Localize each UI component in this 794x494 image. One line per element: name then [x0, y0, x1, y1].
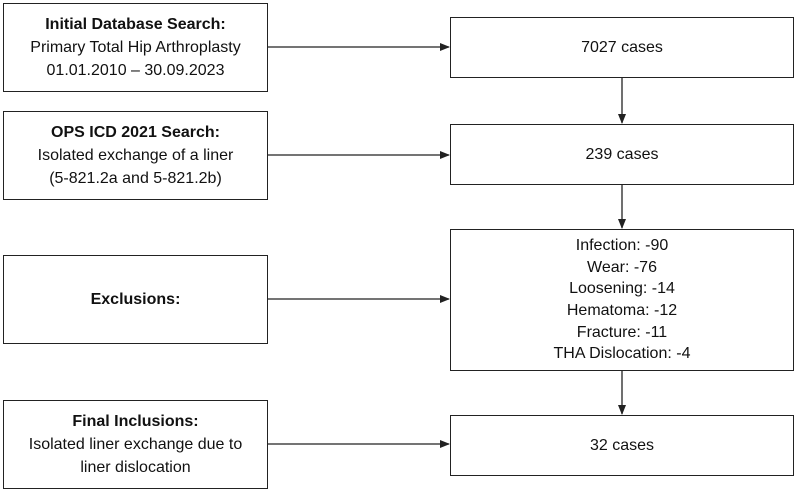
- ops-search-line2: (5-821.2a and 5-821.2b): [49, 170, 222, 188]
- exclusion-item: Hematoma: -12: [566, 302, 678, 319]
- exclusion-item: Loosening: -14: [569, 280, 675, 298]
- initial-search-line2: 01.01.2010 – 30.09.2023: [46, 62, 225, 80]
- ops-cases-text: 239 cases: [585, 145, 659, 163]
- final-inclusions-line1: Isolated liner exchange due to: [28, 435, 243, 453]
- total-cases-box: 7027 cases: [450, 17, 794, 78]
- ops-search-line1: Isolated exchange of a liner: [37, 146, 234, 164]
- exclusions-box: Exclusions:: [3, 255, 268, 344]
- ops-search-box: OPS ICD 2021 Search: Isolated exchange o…: [3, 111, 268, 200]
- final-cases-box: 32 cases: [450, 415, 794, 476]
- exclusions-title: Exclusions:: [90, 290, 181, 308]
- initial-search-line1: Primary Total Hip Arthroplasty: [30, 38, 241, 56]
- final-inclusions-box: Final Inclusions: Isolated liner exchang…: [3, 400, 268, 489]
- exclusion-item: Wear: -76: [587, 258, 657, 276]
- final-cases-text: 32 cases: [589, 436, 655, 454]
- total-cases-text: 7027 cases: [581, 38, 663, 56]
- exclusion-item: Fracture: -11: [576, 323, 668, 341]
- final-inclusions-line2: liner dislocation: [80, 459, 191, 477]
- final-inclusions-title: Final Inclusions:: [72, 412, 199, 430]
- ops-cases-box: 239 cases: [450, 124, 794, 185]
- initial-search-title: Initial Database Search:: [45, 15, 226, 33]
- initial-search-box: Initial Database Search: Primary Total H…: [3, 3, 268, 92]
- ops-search-title: OPS ICD 2021 Search:: [51, 123, 220, 141]
- exclusion-item: THA Dislocation: -4: [553, 345, 691, 363]
- exclusion-details-box: Infection: -90 Wear: -76 Loosening: -14 …: [450, 229, 794, 371]
- exclusion-item: Infection: -90: [575, 237, 669, 255]
